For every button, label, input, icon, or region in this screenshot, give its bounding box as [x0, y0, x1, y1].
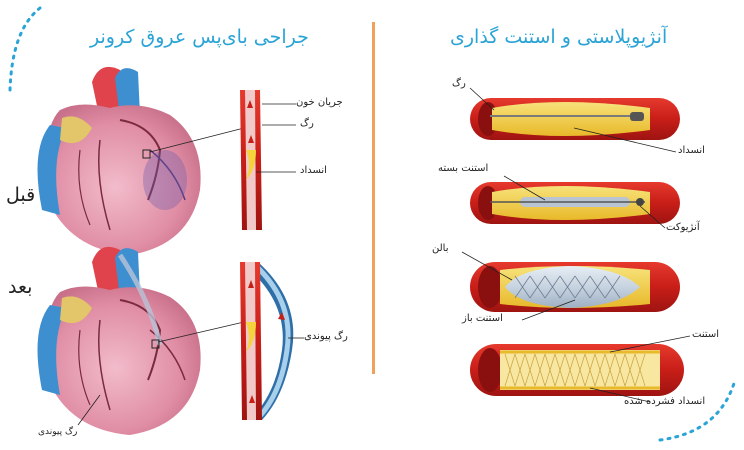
pointer-graft-small [77, 394, 101, 426]
before-label: قبل [6, 184, 36, 206]
vessel-blockage [470, 98, 680, 140]
pointer-balloon [461, 251, 513, 281]
pointer-open-stent [521, 299, 576, 321]
label-vessel-right: رگ [452, 78, 466, 89]
pointer-vessel-r [469, 87, 495, 111]
pointer-closed-stent [503, 175, 546, 201]
vessel-closed-stent [470, 182, 680, 224]
label-angiocath: آنژیوکت [666, 222, 700, 233]
label-stent: استنت [692, 329, 720, 340]
right-title: آنژیوپلاستی و استنت گذاری [450, 26, 668, 48]
pointer-compressed-blockage [589, 387, 651, 403]
heart-before [37, 66, 201, 255]
label-blockage-left: انسداد [300, 165, 327, 176]
left-title: جراحی بای‌پس عروق کرونر [90, 26, 309, 48]
pointer-after [157, 321, 245, 343]
label-compressed-blockage: انسداد فشرده شده [624, 396, 706, 407]
decor-dots-top-left [8, 6, 42, 92]
artery-before [240, 90, 262, 230]
vessel-stent [470, 344, 684, 396]
label-blockage-right: انسداد [678, 145, 705, 156]
pointer-stent [609, 335, 691, 353]
vessel-balloon [470, 262, 680, 312]
pointer-angiocath [639, 205, 666, 229]
label-balloon: بالن [432, 243, 449, 254]
artery-after [240, 262, 294, 420]
label-graft-vessel: رگ پیوندی [304, 331, 348, 342]
pointer-blockage-r [573, 127, 677, 153]
label-open-stent: استنت باز [462, 313, 503, 324]
label-blood-flow: جریان خون [296, 97, 343, 108]
after-label: بعد [8, 276, 33, 298]
label-closed-stent: استنت بسته [438, 163, 489, 174]
label-graft-vessel-small: رگ پیوندی [38, 427, 78, 437]
label-vessel-left: رگ [300, 118, 314, 129]
pointer-before [149, 127, 245, 153]
panel-divider [372, 22, 375, 374]
decor-dots-bottom-right [658, 378, 737, 442]
heart-after [37, 246, 201, 435]
